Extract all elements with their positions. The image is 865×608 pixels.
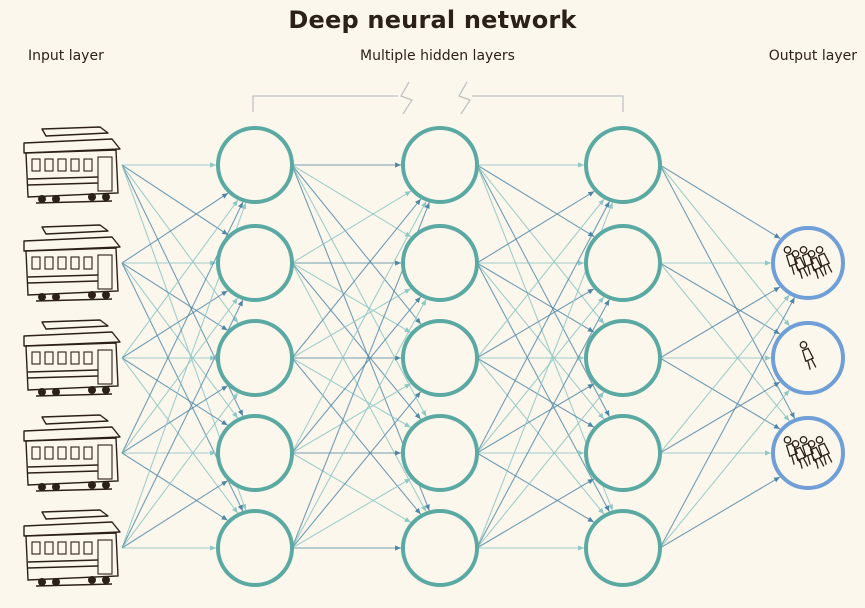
connection-edge	[291, 164, 412, 238]
diagram-title: Deep neural network	[288, 6, 577, 34]
hidden-node	[584, 224, 662, 302]
trolley-car-icon	[23, 126, 121, 204]
connection-edge	[476, 296, 605, 454]
connection-edge	[291, 296, 422, 454]
hidden-node	[584, 414, 662, 492]
hidden-node	[401, 224, 479, 302]
connection-edge	[476, 288, 595, 359]
connection-edge	[291, 262, 422, 420]
connection-edge	[291, 190, 412, 264]
hidden-node	[216, 126, 294, 204]
output-layer-label: Output layer	[768, 48, 857, 64]
connection-edge	[291, 164, 427, 417]
hidden-node	[216, 224, 294, 302]
connection-edge	[659, 262, 781, 335]
hidden-node	[584, 509, 662, 587]
connection-edge	[476, 383, 595, 454]
connection-edge	[291, 288, 411, 359]
trolley-car-icon	[23, 319, 121, 397]
connection-edge	[121, 392, 239, 549]
connection-edge	[659, 286, 781, 359]
connection-edge	[659, 164, 790, 327]
hidden-node	[401, 509, 479, 587]
connection-edge	[291, 262, 427, 512]
connection-edge	[121, 290, 228, 359]
hidden-node	[216, 414, 294, 492]
connection-edge	[121, 385, 228, 454]
connection-edge	[121, 199, 239, 359]
connection-edge	[659, 357, 781, 430]
connection-edge	[476, 198, 605, 359]
connection-edge	[476, 299, 610, 549]
connection-edge	[291, 357, 411, 428]
connection-edge	[476, 262, 595, 333]
connection-edge	[121, 164, 229, 236]
hidden-node	[216, 509, 294, 587]
connection-edge	[659, 389, 790, 549]
connection-edge	[659, 262, 790, 422]
connection-edge	[476, 357, 595, 428]
output-node	[771, 321, 845, 395]
connection-edge	[476, 201, 610, 454]
bracket-break-mark	[400, 81, 413, 115]
connection-edge	[121, 192, 229, 264]
connection-edge	[476, 452, 595, 523]
connection-edge	[476, 478, 595, 549]
hidden-node	[216, 319, 294, 397]
trolley-car-icon	[23, 224, 121, 302]
connection-edge	[476, 357, 605, 515]
passengers-group-icon	[783, 246, 833, 279]
connection-edge	[291, 478, 411, 549]
connection-edge	[291, 452, 411, 523]
connection-edge	[476, 391, 605, 549]
hidden-node	[401, 319, 479, 397]
connection-edge	[291, 357, 422, 515]
connection-edge	[121, 262, 228, 331]
connection-edge	[476, 190, 595, 264]
bracket-break-mark	[458, 81, 471, 115]
hidden-layers-label: Multiple hidden layers	[360, 48, 515, 64]
input-layer-label: Input layer	[28, 48, 104, 64]
connection-edge	[476, 164, 595, 238]
hidden-node	[401, 126, 479, 204]
connection-edge	[291, 201, 427, 454]
hidden-node	[584, 126, 662, 204]
trolley-car-icon	[23, 509, 121, 587]
hidden-node	[401, 414, 479, 492]
bracket-left-segment	[252, 95, 398, 112]
connection-edge	[291, 198, 422, 359]
connection-edge	[291, 299, 427, 549]
output-node	[771, 416, 845, 490]
connection-edge	[291, 391, 422, 549]
single-passenger-icon	[799, 341, 817, 370]
output-node	[771, 226, 845, 300]
connection-edge	[121, 480, 228, 549]
hidden-node	[584, 319, 662, 397]
passengers-group-icon	[783, 436, 833, 469]
bracket-right-segment	[472, 95, 624, 112]
connection-edge	[121, 452, 228, 521]
connection-edge	[291, 383, 411, 454]
hidden-layers-bracket	[252, 81, 624, 115]
connection-edge	[476, 262, 610, 512]
connection-edge	[476, 164, 610, 417]
connection-edge	[659, 294, 790, 454]
connection-edge	[659, 164, 796, 419]
connection-edge	[291, 262, 411, 333]
connection-edge	[291, 164, 422, 325]
connection-edge	[659, 164, 781, 239]
trolley-car-icon	[23, 414, 121, 492]
nodes	[23, 126, 845, 587]
connection-edge	[659, 381, 781, 454]
connection-edge	[476, 262, 605, 420]
connection-edge	[659, 476, 781, 549]
connection-edge	[659, 297, 796, 549]
connection-edge	[121, 297, 239, 454]
connection-edge	[476, 164, 605, 325]
connection-edge	[121, 357, 228, 426]
